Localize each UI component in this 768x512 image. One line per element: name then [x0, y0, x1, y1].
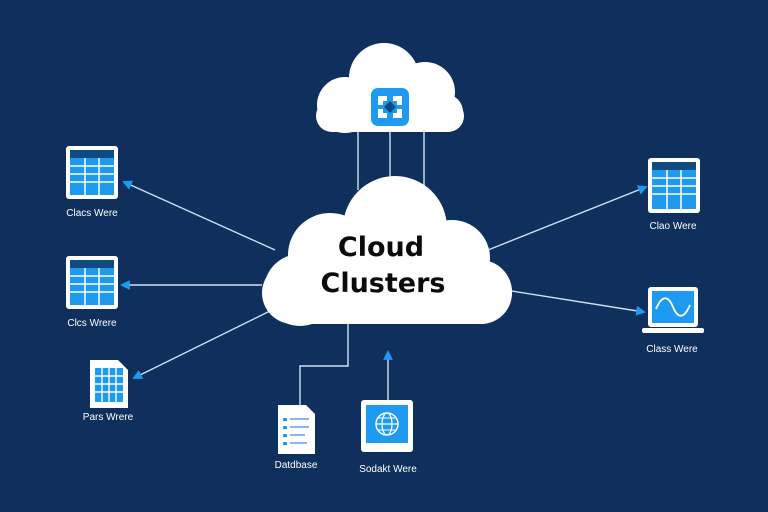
node-label-left-mid: Clcs Wrere: [67, 318, 117, 329]
connector-bottom-left: [299, 322, 349, 405]
server-table-icon: [66, 146, 118, 199]
node-label-left-top: Clacs Were: [66, 208, 118, 219]
node-label-bottom-right: Sodakt Were: [359, 464, 417, 475]
node-label-right-bottom: Class Were: [646, 344, 698, 355]
diagram-title-line2: Clusters: [321, 268, 446, 299]
node-bottom-right: Sodakt Were: [359, 400, 417, 475]
laptop-wave-icon: [642, 287, 704, 333]
diagram-title-line1: Cloud: [338, 232, 424, 263]
document-grid-icon: [90, 360, 128, 408]
connector-left-top: [122, 180, 276, 251]
node-bottom-left: Datdbase: [275, 405, 318, 471]
document-list-icon: [278, 405, 315, 454]
main-cloud: [262, 176, 512, 326]
network-hub-icon: [371, 88, 409, 126]
server-table-icon: [648, 158, 700, 213]
connectors: [120, 130, 648, 405]
node-right-top: Clao Were: [648, 158, 700, 232]
node-label-right-top: Clao Were: [649, 221, 696, 232]
node-left-top: Clacs Were: [66, 146, 118, 219]
connector-left-bottom: [132, 309, 273, 379]
node-left-bottom: Pars Wrere: [83, 360, 134, 423]
server-table-icon: [66, 256, 118, 309]
node-label-bottom-left: Datdbase: [275, 460, 318, 471]
node-left-mid: Clcs Wrere: [66, 256, 118, 329]
node-right-bottom: Class Were: [642, 287, 704, 355]
globe-monitor-icon: [361, 400, 413, 452]
node-label-left-bottom: Pars Wrere: [83, 412, 134, 423]
connector-right-top: [487, 185, 648, 251]
connector-right-bottom: [504, 289, 646, 316]
